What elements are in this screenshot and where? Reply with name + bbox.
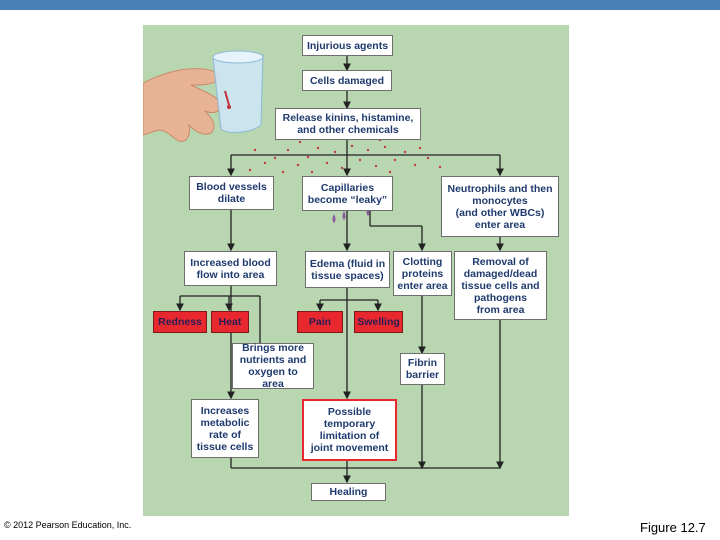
removal-box: Removal of damaged/dead tissue cells and…	[454, 251, 547, 320]
edema-box: Edema (fluid in tissue spaces)	[305, 251, 390, 288]
blood-vessels-dilate-box: Blood vessels dilate	[189, 176, 274, 210]
swelling-box: Swelling	[354, 311, 403, 333]
heat-box: Heat	[211, 311, 249, 333]
cells-damaged-box: Cells damaged	[302, 70, 392, 91]
clotting-proteins-box: Clotting proteins enter area	[393, 251, 452, 296]
header-bar	[0, 0, 720, 10]
injurious-agents-box: Injurious agents	[302, 35, 393, 56]
metabolic-rate-box: Increases metabolic rate of tissue cells	[191, 399, 259, 458]
capillaries-leaky-box: Capillaries become “leaky”	[302, 176, 393, 211]
hand-with-glass-illustration	[143, 50, 264, 142]
release-chemicals-box: Release kinins, histamine, and other che…	[275, 108, 421, 140]
joint-movement-box: Possible temporary limitation of joint m…	[302, 399, 397, 461]
increased-blood-flow-box: Increased blood flow into area	[184, 251, 277, 286]
pain-box: Pain	[297, 311, 343, 333]
neutrophils-box: Neutrophils and then monocytes (and othe…	[441, 176, 559, 237]
copyright-notice: © 2012 Pearson Education, Inc.	[4, 520, 132, 530]
fibrin-barrier-box: Fibrin barrier	[400, 353, 445, 385]
nutrients-oxygen-box: Brings more nutrients and oxygen to area	[232, 342, 314, 390]
redness-box: Redness	[153, 311, 207, 333]
figure-label: Figure 12.7	[640, 520, 706, 535]
chemical-dots	[248, 138, 442, 174]
healing-box: Healing	[311, 483, 386, 501]
